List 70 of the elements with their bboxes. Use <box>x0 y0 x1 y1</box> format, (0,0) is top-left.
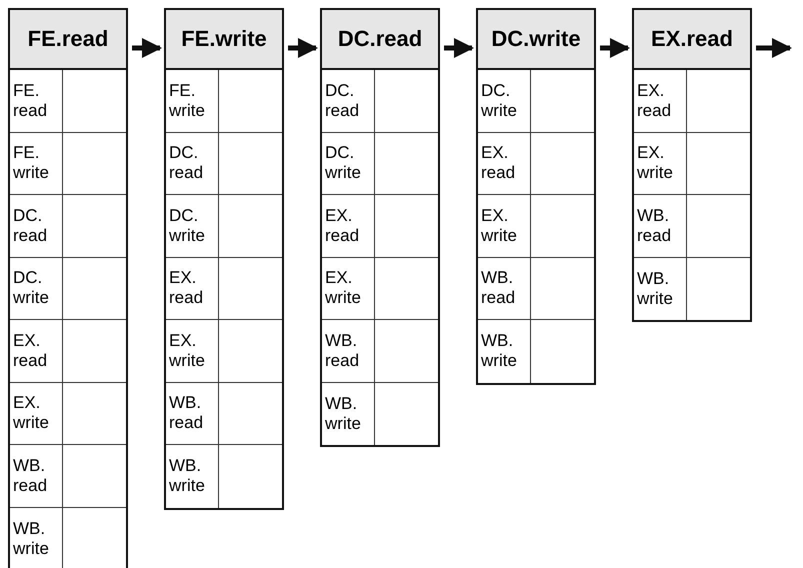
table-row <box>322 70 438 132</box>
table-row <box>634 195 750 258</box>
table-row <box>166 132 282 195</box>
row-label: EX. read <box>322 195 375 256</box>
column-header: FE.read <box>10 10 126 70</box>
table-row <box>10 132 126 195</box>
row-label: DC. write <box>322 132 375 194</box>
row-label: DC. read <box>166 132 219 194</box>
row-label: WB. write <box>10 508 63 568</box>
stage-column <box>8 8 128 568</box>
row-label: EX. write <box>166 320 219 382</box>
row-label: DC. read <box>322 70 375 132</box>
table-row <box>322 195 438 258</box>
column-header: DC.read <box>322 10 438 70</box>
row-label: EX. write <box>478 195 531 256</box>
column-header: EX.read <box>634 10 750 70</box>
table-row <box>10 320 126 382</box>
row-label: WB. write <box>634 258 687 320</box>
table-row <box>10 258 126 320</box>
table-row <box>322 258 438 320</box>
row-label: DC. write <box>478 70 531 132</box>
table-row <box>478 70 594 132</box>
row-label: FE. write <box>10 132 63 194</box>
row-label: FE. write <box>166 70 219 132</box>
table-row <box>166 70 282 132</box>
table-row <box>478 195 594 258</box>
table-row <box>166 320 282 382</box>
row-label: WB. write <box>322 382 375 445</box>
column-header: FE.write <box>166 10 282 70</box>
table-row <box>322 132 438 195</box>
row-label: WB. write <box>166 445 219 508</box>
table-row <box>166 195 282 258</box>
table-row <box>478 258 594 320</box>
row-label: WB. read <box>322 320 375 382</box>
table-row <box>10 445 126 508</box>
row-label: EX. read <box>478 132 531 194</box>
column-header: DC.write <box>478 10 594 70</box>
stage-column <box>164 8 284 510</box>
table-row <box>166 382 282 445</box>
stage-column <box>320 8 440 447</box>
row-label: DC. write <box>10 258 63 319</box>
row-label: WB. write <box>478 320 531 382</box>
row-label: EX. write <box>322 258 375 319</box>
row-label: EX. read <box>166 258 219 319</box>
row-label: EX. read <box>10 320 63 382</box>
row-label: WB. read <box>166 382 219 444</box>
table-row <box>322 320 438 382</box>
row-label: EX. write <box>634 132 687 194</box>
arrow <box>132 38 162 58</box>
table-row <box>10 195 126 258</box>
row-label: EX. read <box>634 70 687 132</box>
table-row <box>10 382 126 445</box>
arrow <box>756 38 792 58</box>
stage-column <box>476 8 596 384</box>
arrow <box>600 38 630 58</box>
table-row <box>478 132 594 195</box>
row-label: DC. read <box>10 195 63 256</box>
row-label: WB. read <box>478 258 531 319</box>
stage-column <box>632 8 752 322</box>
row-label: WB. read <box>10 445 63 506</box>
table-row <box>166 258 282 320</box>
table-row <box>634 132 750 195</box>
table-row <box>634 70 750 132</box>
row-label: EX. write <box>10 382 63 444</box>
arrow <box>444 38 474 58</box>
row-label: FE. read <box>10 70 63 132</box>
row-label: DC. write <box>166 195 219 256</box>
table-row <box>10 70 126 132</box>
arrow <box>288 38 318 58</box>
row-label: WB. read <box>634 195 687 256</box>
